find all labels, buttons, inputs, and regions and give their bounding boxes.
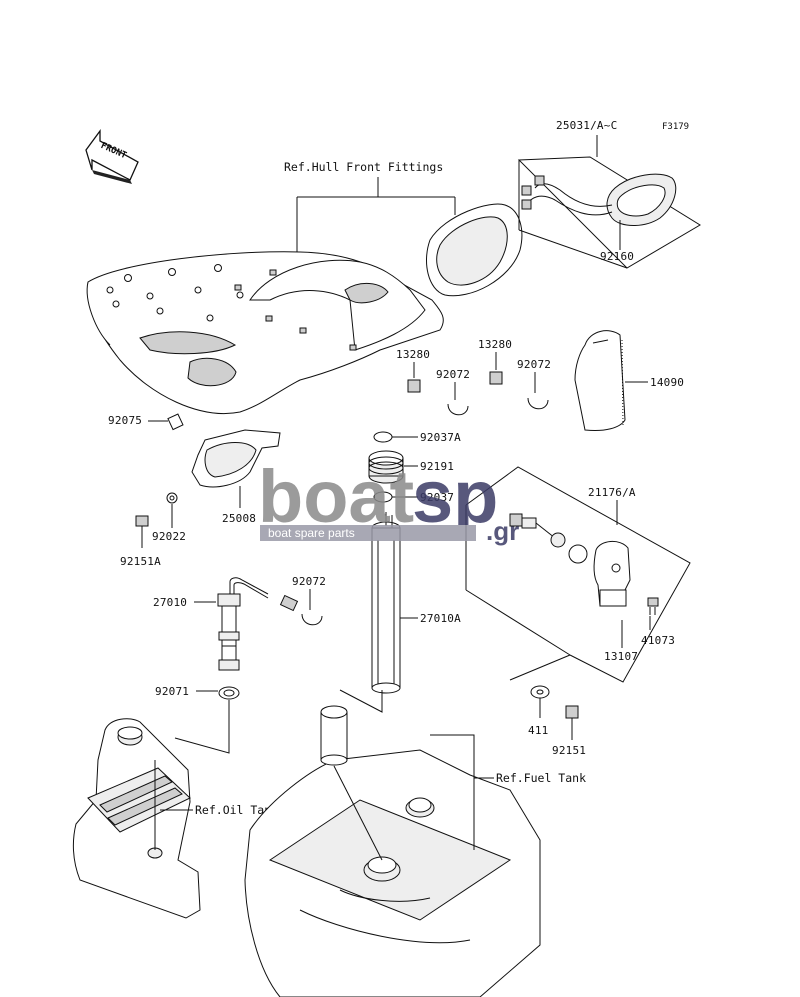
label-92037A: 92037A (420, 431, 461, 444)
label-92072-b: 92072 (517, 358, 551, 371)
label-411: 411 (528, 724, 548, 737)
watermark-main-right: sp (412, 455, 498, 538)
part-92022 (166, 492, 178, 504)
label-25008: 25008 (222, 512, 256, 525)
ref-oil-tank-label: Ref.Oil Tank (195, 803, 278, 817)
part-92071 (218, 686, 240, 700)
part-27010A (371, 512, 401, 694)
label-92160: 92160 (600, 250, 634, 263)
part-92191 (368, 450, 404, 484)
clip-92072-b (527, 397, 549, 410)
part-27010 (217, 577, 299, 671)
part-92151 (565, 705, 579, 719)
part-box-21176 (465, 466, 691, 683)
label-13280-a: 13280 (396, 348, 430, 361)
label-92191: 92191 (420, 460, 454, 473)
part-411 (530, 685, 550, 699)
part-41073 (647, 597, 659, 615)
label-21176: 21176/A (588, 486, 636, 499)
label-92037: 92037 (420, 491, 454, 504)
label-27010: 27010 (153, 596, 187, 609)
label-92071: 92071 (155, 685, 189, 698)
bracket-25008 (191, 429, 281, 488)
label-92072-a: 92072 (436, 368, 470, 381)
part-92037A (373, 431, 393, 443)
watermark-tld: .gr (486, 516, 519, 546)
label-92151A: 92151A (120, 555, 161, 568)
fuel-tank-grommet (320, 705, 348, 766)
hull-front-deck (86, 251, 444, 414)
label-25031: 25031/A~C (556, 119, 617, 132)
label-41073: 41073 (641, 634, 675, 647)
label-14090: 14090 (650, 376, 684, 389)
part-92151A (135, 515, 149, 527)
label-27010A: 27010A (420, 612, 461, 625)
watermark-tagline: boat spare parts (268, 526, 355, 540)
watermark-logo: boat sp .gr boat spare parts (258, 455, 519, 546)
fuel-tank (244, 749, 541, 997)
cover-14090 (574, 330, 626, 431)
label-92151: 92151 (552, 744, 586, 757)
oil-tank (72, 718, 201, 919)
front-arrow-icon: FRONT (85, 129, 139, 184)
decal-13280-a (407, 379, 421, 393)
clip-92072-a (447, 403, 469, 416)
label-13280-b: 13280 (478, 338, 512, 351)
label-92072-c: 92072 (292, 575, 326, 588)
label-92022: 92022 (152, 530, 186, 543)
ref-hull-bracket (296, 177, 456, 252)
meter-assembly (521, 173, 677, 226)
valve-assembly (509, 513, 631, 607)
hull-fitting-frame (426, 203, 523, 297)
clip-92072-c (301, 613, 323, 626)
label-92075: 92075 (108, 414, 142, 427)
ref-fuel-tank-label: Ref.Fuel Tank (496, 771, 586, 785)
label-13107: 13107 (604, 650, 638, 663)
figure-code: F3179 (662, 122, 689, 132)
part-92075 (167, 413, 184, 431)
ref-hull-front-fittings-label: Ref.Hull Front Fittings (284, 160, 443, 174)
decal-13280-b (489, 371, 503, 385)
watermark-main-left: boat (258, 455, 414, 538)
